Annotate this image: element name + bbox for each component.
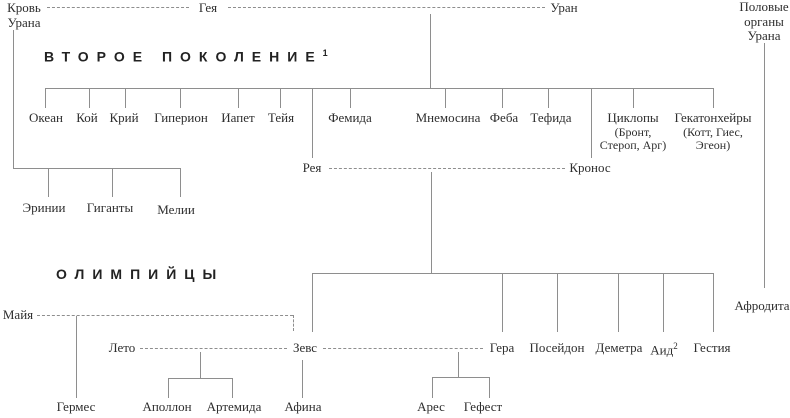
label-erinyes: Эринии [22, 200, 66, 215]
label-hyperion: Гиперион [154, 110, 208, 125]
label-hades-name: Аид [650, 342, 674, 358]
heading-second-generation-footnote: 1 [322, 48, 328, 58]
heading-olympians: ОЛИМПИЙЦЫ [56, 266, 225, 282]
label-hades-footnote: 2 [673, 341, 678, 351]
tick-hestia [713, 273, 714, 332]
label-aphrodite: Афродита [734, 298, 790, 313]
connector-maia-zeus-v [293, 315, 294, 331]
tick-apollo [168, 378, 169, 398]
tick-hephaestus [489, 377, 490, 398]
label-athena: Афина [284, 399, 322, 414]
tick-hades [663, 273, 664, 332]
label-hecatoncheires: Гекатонхейры (Котт, Гиес, Эгеон) [666, 110, 760, 153]
heading-second-generation-text: ВТОРОЕ ПОКОЛЕНИЕ [44, 48, 323, 65]
label-theia: Тейя [267, 110, 295, 125]
tick-oceanus [45, 88, 46, 108]
tick-zeus [312, 273, 313, 332]
heading-second-generation: ВТОРОЕ ПОКОЛЕНИЕ1 [44, 48, 328, 65]
label-themis: Фемида [328, 110, 372, 125]
label-leto: Лето [108, 340, 136, 355]
tick-rhea [312, 88, 313, 158]
label-cronus: Кронос [569, 160, 611, 175]
hera-children-bar [432, 377, 490, 378]
connector-letozeus-down [200, 352, 201, 378]
tick-erinyes [48, 168, 49, 197]
label-artemis: Артемида [206, 399, 262, 414]
connector-zeushera-down [458, 352, 459, 377]
label-giants: Гиганты [86, 200, 134, 215]
connector-blood-gaia [47, 7, 189, 8]
label-gaia: Гея [198, 0, 218, 15]
tick-theia [280, 88, 281, 108]
label-uranus: Уран [550, 0, 578, 15]
connector-zeus-hera [323, 348, 483, 349]
label-maia: Майя [2, 307, 34, 322]
label-genitals-of-uranus: Половые органы Урана [739, 0, 789, 44]
tick-hera [502, 273, 503, 332]
tick-themis [350, 88, 351, 108]
label-oceanus: Океан [28, 110, 64, 125]
connector-athena-down [302, 360, 303, 398]
connector-maia-zeus-h [37, 315, 293, 316]
tick-hecatoncheires [713, 88, 714, 108]
label-iapetus: Иапет [221, 110, 255, 125]
label-hephaestus: Гефест [463, 399, 503, 414]
blood-children-bar [13, 168, 180, 169]
tick-artemis [232, 378, 233, 398]
olympians-sibling-bar [312, 273, 714, 274]
tick-cronus [591, 88, 592, 158]
label-hera: Гера [489, 340, 515, 355]
tick-meliae [180, 168, 181, 197]
label-meliae: Мелии [157, 202, 195, 217]
label-cyclopes-name: Циклопы [607, 110, 659, 125]
connector-genitals-aphrodite [764, 43, 765, 288]
tick-tethys [548, 88, 549, 108]
connector-rheacronus-down [431, 172, 432, 273]
label-hestia: Гестия [693, 340, 731, 355]
label-apollo: Аполлон [142, 399, 192, 414]
tick-demeter [618, 273, 619, 332]
label-zeus: Зевс [292, 340, 318, 355]
label-cyclopes: Циклопы (Бронт, Стероп, Арг) [597, 110, 669, 153]
tick-phoebe [502, 88, 503, 108]
tick-cyclopes [633, 88, 634, 108]
label-hecatoncheires-name: Гекатонхейры [674, 110, 752, 125]
label-blood-of-uranus: Кровь Урана [7, 0, 41, 30]
label-phoebe: Феба [489, 110, 519, 125]
label-crius: Крий [109, 110, 139, 125]
connector-leto-zeus [140, 348, 287, 349]
connector-hermes-down [76, 316, 77, 398]
tick-crius [125, 88, 126, 108]
label-rhea: Рея [302, 160, 322, 175]
tick-iapetus [238, 88, 239, 108]
label-hecatoncheires-members: (Котт, Гиес, Эгеон) [683, 124, 743, 153]
tick-mnemosyne [445, 88, 446, 108]
tick-ares [432, 377, 433, 398]
label-tethys: Тефида [530, 110, 572, 125]
connector-uranus-down [430, 14, 431, 88]
connector-blood-down [13, 30, 14, 168]
leto-children-bar [168, 378, 233, 379]
label-mnemosyne: Мнемосина [415, 110, 481, 125]
tick-coeus [89, 88, 90, 108]
label-hades: Аид2 [650, 341, 677, 358]
titans-sibling-bar [45, 88, 714, 89]
label-demeter: Деметра [595, 340, 643, 355]
label-coeus: Кой [76, 110, 98, 125]
tick-hyperion [180, 88, 181, 108]
label-ares: Арес [417, 399, 445, 414]
label-cyclopes-members: (Бронт, Стероп, Арг) [599, 124, 667, 153]
label-hermes: Гермес [56, 399, 96, 414]
connector-gaia-uranus [228, 7, 545, 8]
tick-poseidon [557, 273, 558, 332]
connector-rhea-cronus [329, 168, 565, 169]
label-poseidon: Посейдон [529, 340, 585, 355]
tick-giants [112, 168, 113, 197]
